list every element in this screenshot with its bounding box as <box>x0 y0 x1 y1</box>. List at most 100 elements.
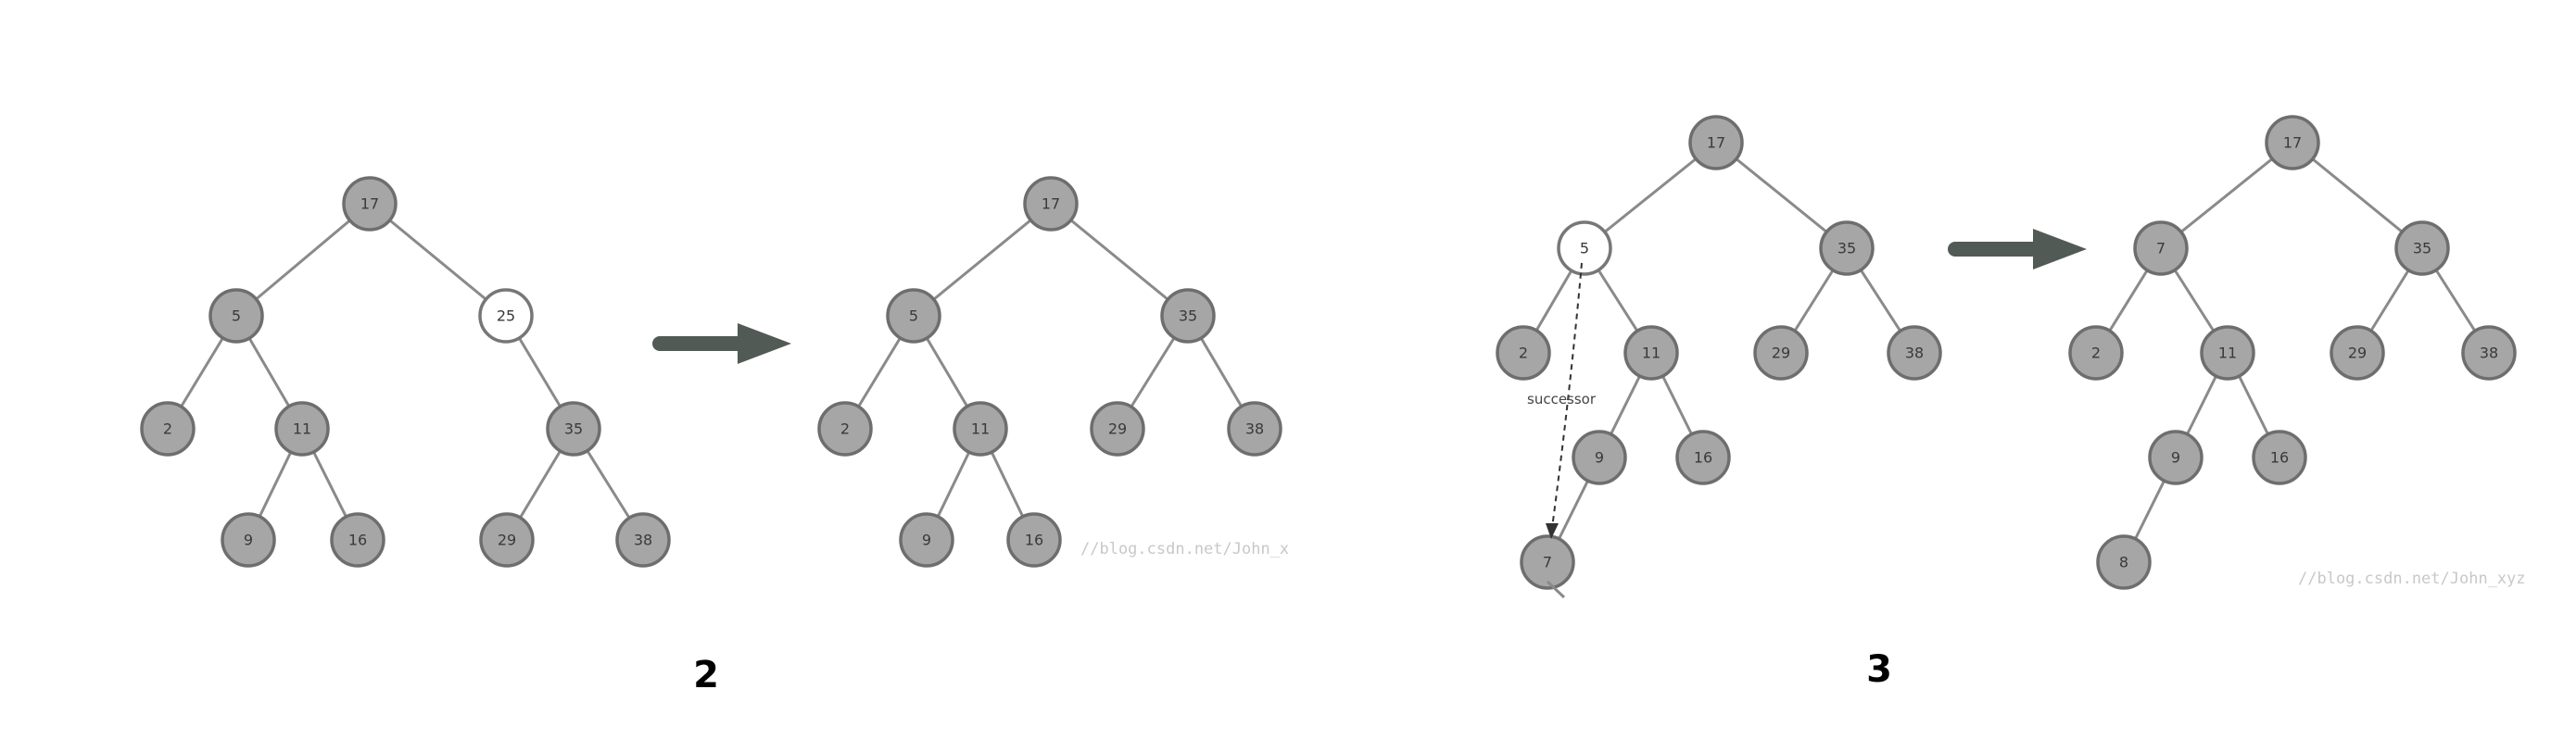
watermark-text: //blog.csdn.net/John_xyz <box>2298 570 2526 588</box>
node-value-label: 8 <box>2119 554 2128 571</box>
tree-after-delete-25: 17 5 35 2 11 29 38 9 16 <box>817 176 1282 568</box>
tree-edge <box>1584 141 1717 250</box>
node-value-label: 16 <box>1025 532 1043 549</box>
node-circle <box>1688 115 1744 170</box>
tree-node-2: 2 <box>2068 325 2124 381</box>
node-circle <box>2394 220 2450 276</box>
tree-node-17: 17 <box>2265 115 2320 170</box>
node-value-label: 7 <box>1543 554 1552 571</box>
node-circle <box>1227 401 1282 457</box>
node-circle <box>479 512 535 568</box>
node-circle <box>1675 430 1731 485</box>
node-value-label: 2 <box>2091 345 2101 362</box>
tree-node-38: 38 <box>615 512 671 568</box>
node-value-label: 35 <box>1179 307 1197 325</box>
tree-edge <box>1715 141 1848 250</box>
tree-node-16: 16 <box>1675 430 1731 485</box>
tree-edge <box>1050 202 1189 318</box>
tree-node-29: 29 <box>1090 401 1145 457</box>
panel-caption: 3 <box>1866 648 1892 691</box>
node-circle <box>1520 534 1575 590</box>
node-value-label: 7 <box>2156 240 2166 257</box>
node-value-label: 17 <box>360 195 379 213</box>
node-circle <box>2068 325 2124 381</box>
tree-node-5: 5 <box>1557 220 1612 276</box>
node-circle <box>1623 325 1679 381</box>
node-circle <box>1819 220 1875 276</box>
tree-node-29: 29 <box>1753 325 1809 381</box>
node-circle <box>1090 401 1145 457</box>
node-circle <box>1753 325 1809 381</box>
tree-node-35: 35 <box>1819 220 1875 276</box>
node-circle <box>2252 430 2307 485</box>
node-circle <box>1887 325 1942 381</box>
transform-arrow-icon <box>652 323 791 364</box>
tree-node-38: 38 <box>1887 325 1942 381</box>
node-circle <box>1557 220 1612 276</box>
tree-node-17: 17 <box>342 176 398 232</box>
node-circle <box>2461 325 2517 381</box>
node-value-label: 35 <box>1837 240 1856 257</box>
tree-node-5: 5 <box>208 288 264 344</box>
node-circle <box>2133 220 2189 276</box>
tree-node-9: 9 <box>899 512 954 568</box>
node-value-label: 38 <box>2480 345 2498 362</box>
tree-node-2: 2 <box>817 401 873 457</box>
tree-node-29: 29 <box>479 512 535 568</box>
cut-off-child-edge <box>1546 580 1566 599</box>
node-value-label: 17 <box>1707 134 1725 152</box>
tree-node-25: 25 <box>478 288 534 344</box>
tree-edge <box>913 202 1052 318</box>
node-value-label: 16 <box>1694 449 1712 467</box>
node-circle <box>208 288 264 344</box>
node-value-label: 17 <box>1042 195 1060 213</box>
node-circle <box>615 512 671 568</box>
tree-node-38: 38 <box>1227 401 1282 457</box>
tree-node-7: 7 <box>2133 220 2189 276</box>
node-circle <box>1023 176 1079 232</box>
node-value-label: 11 <box>293 420 311 438</box>
tree-node-17: 17 <box>1023 176 1079 232</box>
tree-node-16: 16 <box>330 512 385 568</box>
node-value-label: 2 <box>840 420 850 438</box>
node-value-label: 2 <box>1519 345 1528 362</box>
node-value-label: 35 <box>2413 240 2431 257</box>
node-circle <box>546 401 601 457</box>
node-value-label: 11 <box>971 420 990 438</box>
node-circle <box>1006 512 1062 568</box>
tree-node-5: 5 <box>886 288 941 344</box>
successor-pointer-line <box>1551 262 1583 529</box>
transform-arrow-icon <box>1948 229 2087 269</box>
tree-node-11: 11 <box>953 401 1008 457</box>
tree-node-11: 11 <box>2200 325 2255 381</box>
node-circle <box>953 401 1008 457</box>
tree-node-11: 11 <box>1623 325 1679 381</box>
node-circle <box>886 288 941 344</box>
node-value-label: 38 <box>634 532 652 549</box>
tree-edge <box>2160 141 2293 250</box>
tree-node-35: 35 <box>2394 220 2450 276</box>
successor-label: successor <box>1527 391 1597 407</box>
node-value-label: 29 <box>498 532 516 549</box>
node-value-label: 35 <box>564 420 583 438</box>
successor-arrowhead-icon <box>1546 523 1559 539</box>
node-circle <box>899 512 954 568</box>
tree-node-2: 2 <box>1496 325 1551 381</box>
tree-node-16: 16 <box>1006 512 1062 568</box>
node-circle <box>221 512 276 568</box>
node-value-label: 11 <box>1642 345 1661 362</box>
node-circle <box>342 176 398 232</box>
node-value-label: 16 <box>2270 449 2289 467</box>
tree-node-35: 35 <box>546 401 601 457</box>
node-value-label: 38 <box>1245 420 1264 438</box>
tree-node-16: 16 <box>2252 430 2307 485</box>
watermark-text: //blog.csdn.net/John_x <box>1080 540 1289 558</box>
tree-node-2: 2 <box>140 401 196 457</box>
node-circle <box>2200 325 2255 381</box>
node-value-label: 25 <box>497 307 515 325</box>
